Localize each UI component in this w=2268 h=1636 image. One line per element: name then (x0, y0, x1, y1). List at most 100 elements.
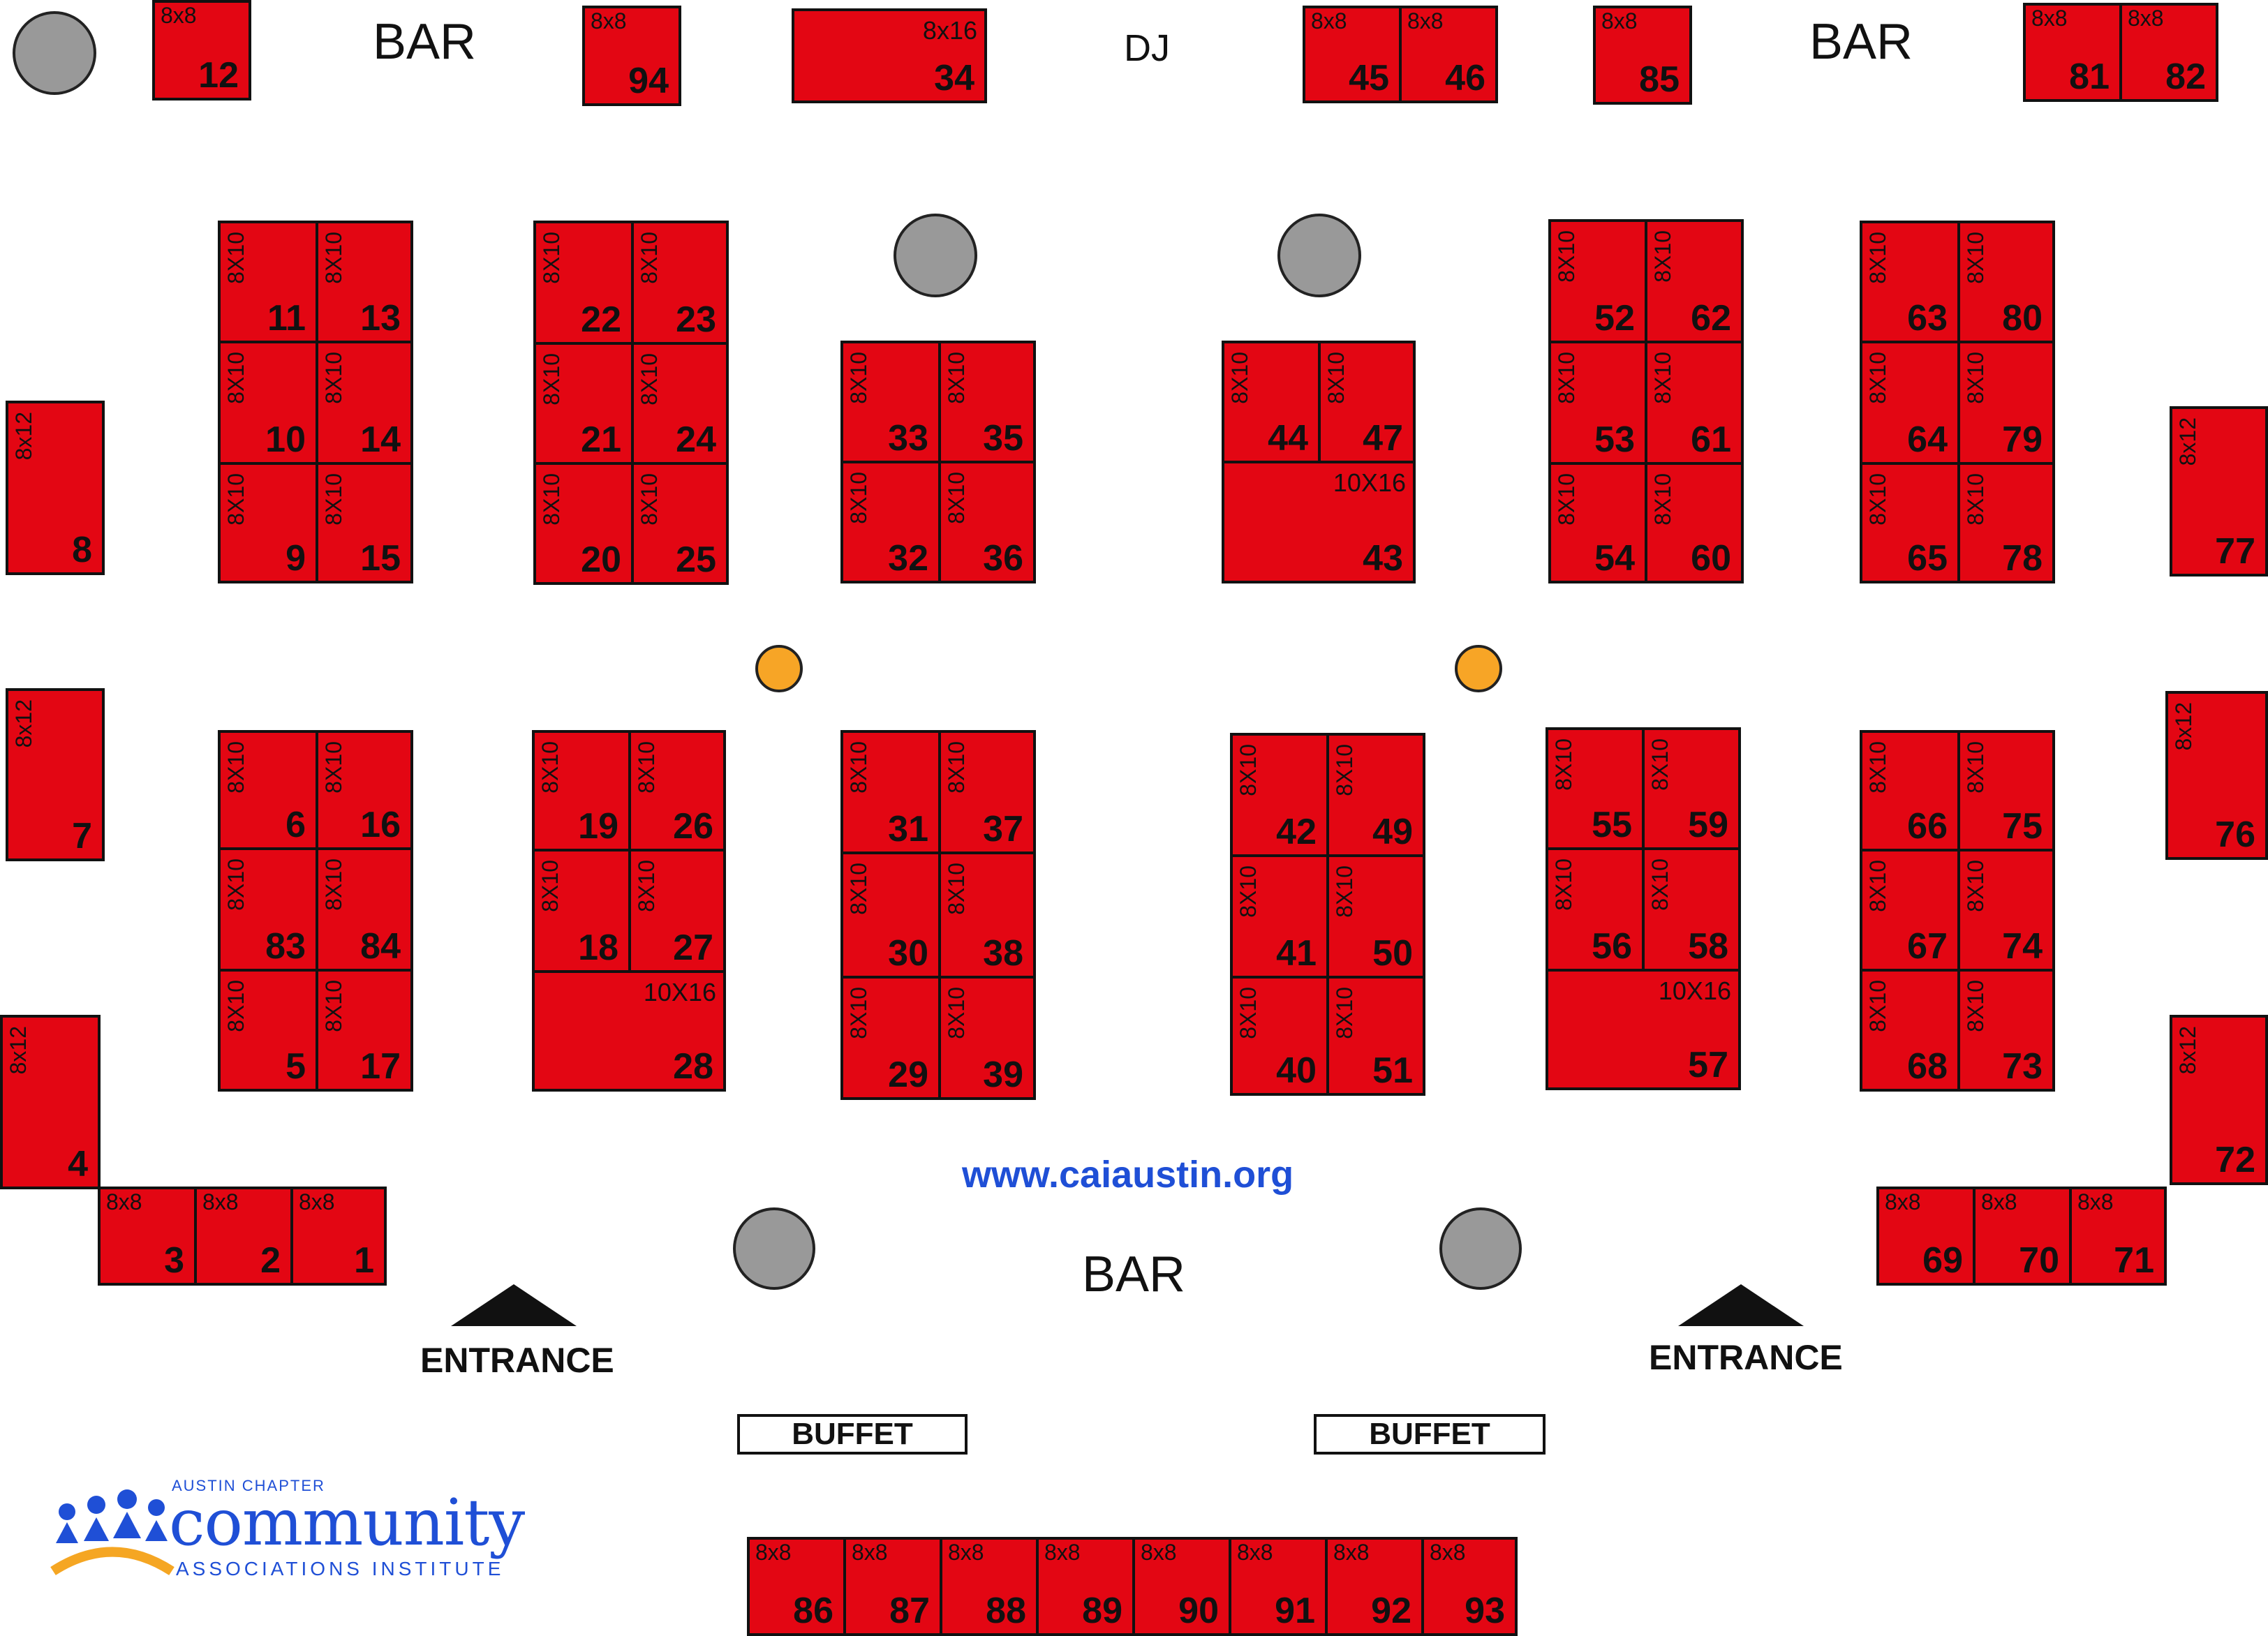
booth-size: 8x8 (1885, 1189, 1921, 1214)
booth-number: 37 (983, 809, 1023, 849)
booth-size: 8X10 (1963, 860, 1988, 912)
booth-size: 8X10 (321, 741, 346, 794)
website-link[interactable]: www.caiaustin.org (962, 1154, 1294, 1196)
booth-number: 14 (360, 419, 401, 460)
booth-number: 67 (1907, 926, 1948, 967)
